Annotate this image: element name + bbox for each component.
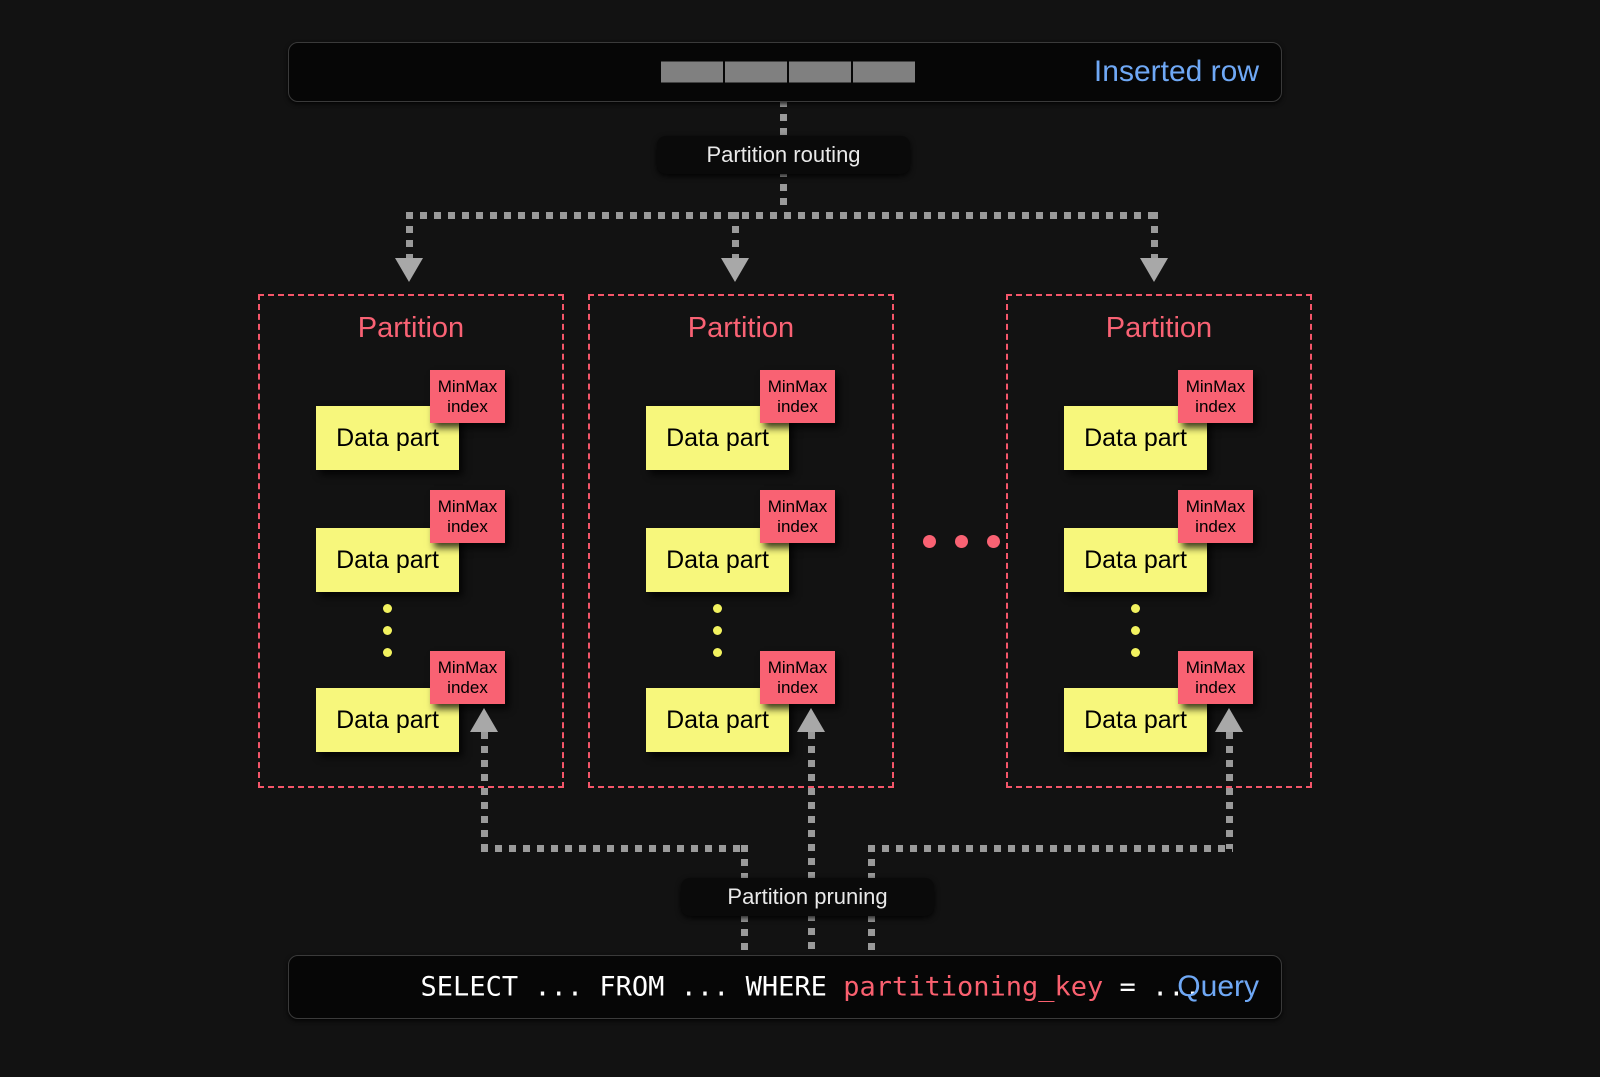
row-cell [725, 61, 787, 83]
dot [955, 535, 968, 548]
partition-pruning-box: Partition pruning [681, 878, 934, 916]
connector-routing-bus [406, 212, 1158, 219]
connector-prune-leg-3 [1226, 732, 1233, 849]
connector-routing-leg-2 [732, 212, 739, 264]
data-part-label: Data part [1084, 545, 1187, 574]
data-part-label: Data part [666, 545, 769, 574]
dot [1131, 604, 1140, 613]
vertical-ellipsis-dots [1131, 604, 1140, 657]
connector-routing-leg-3 [1151, 212, 1158, 264]
arrow-up-partition-3 [1215, 708, 1243, 732]
partition-title: Partition [1105, 312, 1213, 344]
dot [713, 648, 722, 657]
partition-routing-box: Partition routing [657, 136, 910, 174]
query-prefix: SELECT ... FROM ... WHERE [420, 971, 844, 1003]
query-suffix: = ... [1103, 971, 1201, 1003]
inserted-row-bar: Inserted row [288, 42, 1282, 102]
connector-prune-bus-right [868, 845, 1233, 852]
dot [383, 604, 392, 613]
data-part-label: Data part [336, 545, 439, 574]
row-cell [789, 61, 851, 83]
query-keyword: partitioning_key [843, 971, 1104, 1003]
connector-prune-leg-1 [481, 732, 488, 849]
dot [713, 626, 722, 635]
connector-prune-bus-left [481, 845, 747, 852]
dot [1131, 648, 1140, 657]
partition-pruning-label: Partition pruning [727, 884, 888, 909]
data-part-label: Data part [336, 423, 439, 452]
query-sql-text: SELECT ... FROM ... WHERE partitioning_k… [323, 941, 1201, 1034]
dot [987, 535, 1000, 548]
dot [923, 535, 936, 548]
query-label: Query [1177, 970, 1259, 1003]
inserted-row-label: Inserted row [1093, 55, 1259, 88]
data-part-label: Data part [666, 705, 769, 734]
dot [713, 604, 722, 613]
data-part-label: Data part [666, 423, 769, 452]
inserted-row-cells [661, 61, 915, 83]
data-part-label: Data part [1084, 423, 1187, 452]
data-part-box[interactable]: Data part [1064, 406, 1207, 470]
arrow-down-partition-2 [721, 258, 749, 282]
vertical-ellipsis-dots [713, 604, 722, 657]
dot [383, 648, 392, 657]
connector-routing-leg-1 [406, 212, 413, 264]
partition-routing-label: Partition routing [706, 142, 861, 167]
partitions-ellipsis [923, 535, 1000, 548]
row-cell [853, 61, 915, 83]
data-part-label: Data part [1084, 705, 1187, 734]
arrow-down-partition-3 [1140, 258, 1168, 282]
arrow-up-partition-1 [470, 708, 498, 732]
data-part-box[interactable]: Data part [316, 688, 459, 752]
arrow-up-partition-2 [797, 708, 825, 732]
partition-title: Partition [687, 312, 795, 344]
dot [383, 626, 392, 635]
row-cell [661, 61, 723, 83]
partition-title: Partition [357, 312, 465, 344]
query-bar: SELECT ... FROM ... WHERE partitioning_k… [288, 955, 1282, 1019]
vertical-ellipsis-dots [383, 604, 392, 657]
connector-prune-leg-2 [808, 732, 815, 950]
arrow-down-partition-1 [395, 258, 423, 282]
dot [1131, 626, 1140, 635]
data-part-label: Data part [336, 705, 439, 734]
